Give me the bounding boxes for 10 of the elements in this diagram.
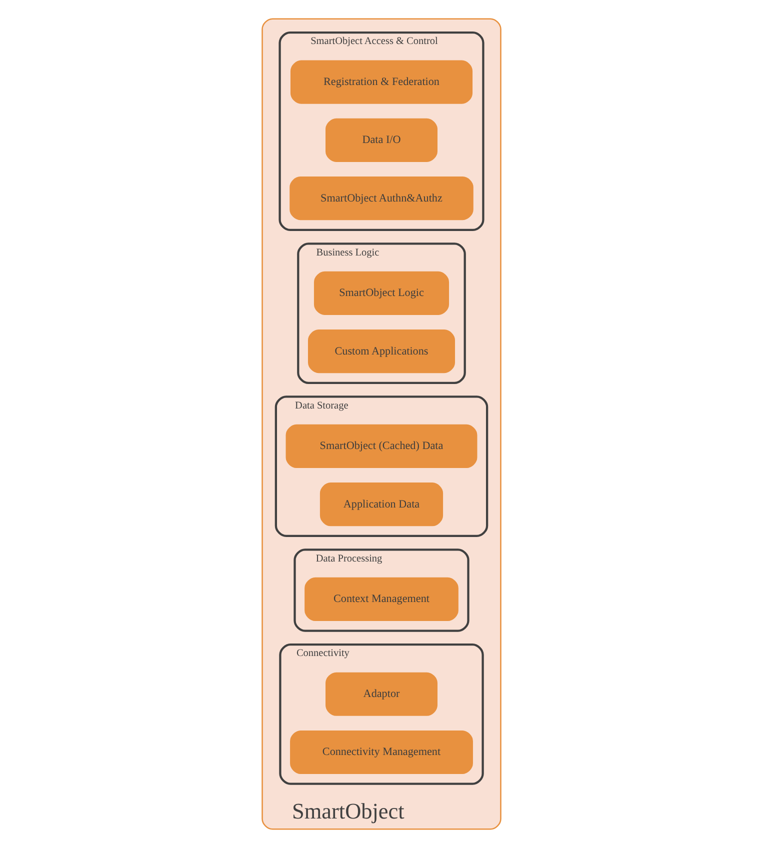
node-box: Connectivity Management	[290, 730, 472, 774]
node-box: SmartObject (Cached) Data	[285, 424, 477, 468]
node-box: Context Management	[304, 577, 458, 622]
node-box: Adaptor	[325, 672, 437, 716]
node-box: Data I/O	[325, 118, 437, 162]
node-box: Application Data	[319, 482, 443, 526]
node-box: SmartObject Logic	[313, 271, 449, 316]
node-box: Registration & Federation	[290, 60, 472, 104]
node-box: SmartObject Authn&Authz	[289, 176, 473, 220]
node-box: Custom Applications	[307, 330, 455, 374]
